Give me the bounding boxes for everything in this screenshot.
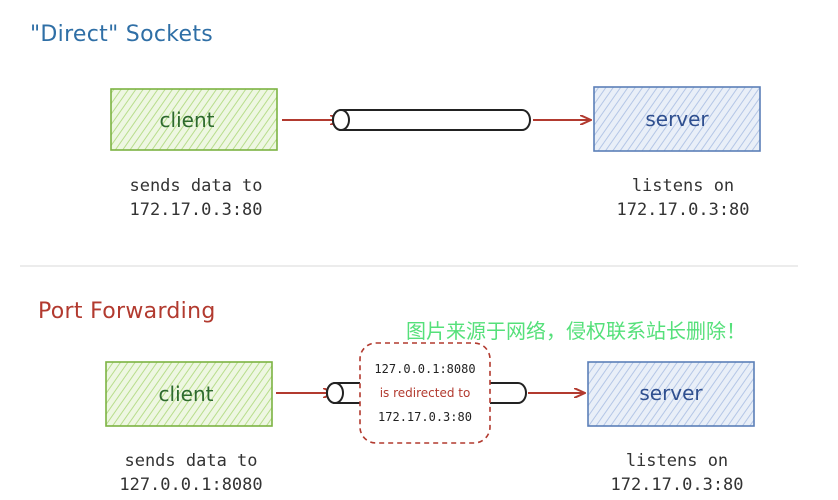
redirect-note-box: 127.0.0.1:8080 is redirected to 172.17.0… — [359, 342, 491, 444]
direct-server-caption-2: 172.17.0.3:80 — [616, 200, 749, 220]
direct-server-box: server — [593, 86, 761, 152]
direct-client-box: client — [110, 88, 278, 151]
direct-sockets-title: "Direct" Sockets — [30, 22, 213, 47]
forwarding-server-box: server — [587, 361, 755, 427]
forwarding-client-caption-2: 127.0.0.1:8080 — [119, 475, 262, 495]
redirect-target-address: 172.17.0.3:80 — [378, 410, 472, 424]
forwarding-server-label: server — [639, 381, 703, 405]
forwarding-client-label: client — [159, 382, 214, 406]
direct-server-label: server — [645, 107, 709, 131]
direct-pipe — [332, 109, 531, 131]
direct-client-label: client — [160, 108, 215, 132]
direct-client-caption-2: 172.17.0.3:80 — [129, 200, 262, 220]
direct-sockets-section: "Direct" Sockets client server sends dat… — [30, 22, 761, 220]
redirect-description: is redirected to — [380, 386, 471, 400]
direct-client-caption-1: sends data to — [129, 176, 262, 196]
forwarding-client-caption-1: sends data to — [124, 451, 257, 471]
port-forwarding-title: Port Forwarding — [38, 299, 216, 324]
watermark-text: 图片来源于网络，侵权联系站长删除！ — [406, 319, 746, 343]
forwarding-server-caption-1: listens on — [626, 451, 728, 471]
redirect-source-address: 127.0.0.1:8080 — [374, 362, 475, 376]
direct-server-caption-1: listens on — [632, 176, 734, 196]
forwarding-server-caption-2: 172.17.0.3:80 — [610, 475, 743, 495]
port-forwarding-section: Port Forwarding client 127.0.0.1:8080 is… — [38, 299, 755, 495]
forwarding-client-box: client — [105, 361, 273, 427]
